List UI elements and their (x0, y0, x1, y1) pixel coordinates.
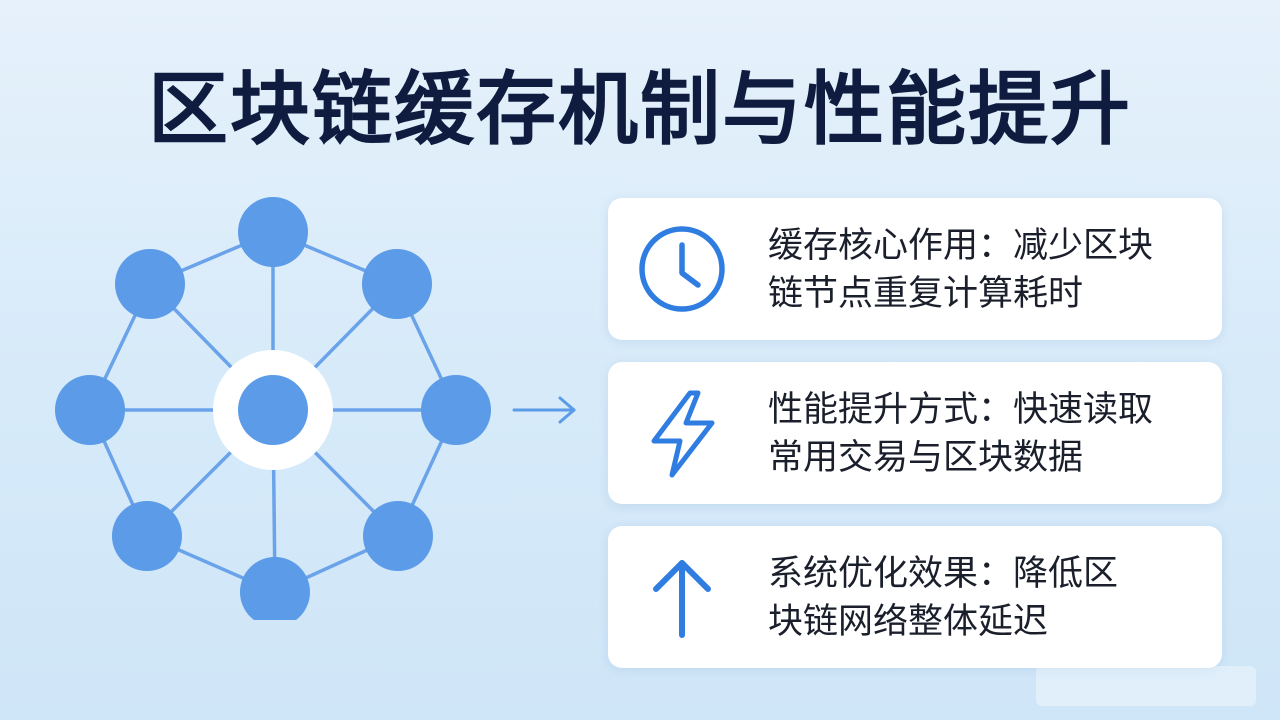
network-node (55, 375, 125, 445)
info-card-line: 系统优化效果：降低区 (768, 554, 1119, 594)
info-card-optimization: 系统优化效果：降低区 块链网络整体延迟 (608, 526, 1222, 668)
lightning-icon (651, 390, 715, 478)
network-node (421, 375, 491, 445)
clock-icon (639, 226, 725, 312)
info-card-cache-role: 缓存核心作用：减少区块 链节点重复计算耗时 (608, 198, 1222, 340)
info-card-line: 链节点重复计算耗时 (768, 274, 1084, 314)
network-node (240, 557, 310, 620)
info-card-text: 性能提升方式：快速读取 常用交易与区块数据 (768, 386, 1198, 482)
network-node (363, 501, 433, 571)
info-card-line: 常用交易与区块数据 (768, 438, 1084, 478)
network-node (115, 249, 185, 319)
right-arrow-icon (512, 396, 576, 424)
page-title: 区块链缓存机制与性能提升 (148, 63, 1132, 156)
info-card-line: 块链网络整体延迟 (768, 602, 1049, 642)
hub-node (238, 375, 308, 445)
watermark-blur (1036, 666, 1256, 706)
info-card-performance: 性能提升方式：快速读取 常用交易与区块数据 (608, 362, 1222, 504)
info-card-line: 缓存核心作用：减少区块 (768, 226, 1154, 266)
network-node (238, 197, 308, 267)
network-node (112, 501, 182, 571)
info-card-list: 缓存核心作用：减少区块 链节点重复计算耗时 性能提升方式：快速读取 常用交易与区… (608, 198, 1222, 690)
blockchain-network-diagram (55, 197, 491, 620)
info-card-text: 缓存核心作用：减少区块 链节点重复计算耗时 (768, 222, 1198, 318)
info-card-text: 系统优化效果：降低区 块链网络整体延迟 (768, 550, 1198, 646)
network-node (362, 249, 432, 319)
arrow-up-icon (653, 560, 711, 638)
network-nodes (55, 197, 491, 620)
info-card-line: 性能提升方式：快速读取 (768, 390, 1154, 430)
